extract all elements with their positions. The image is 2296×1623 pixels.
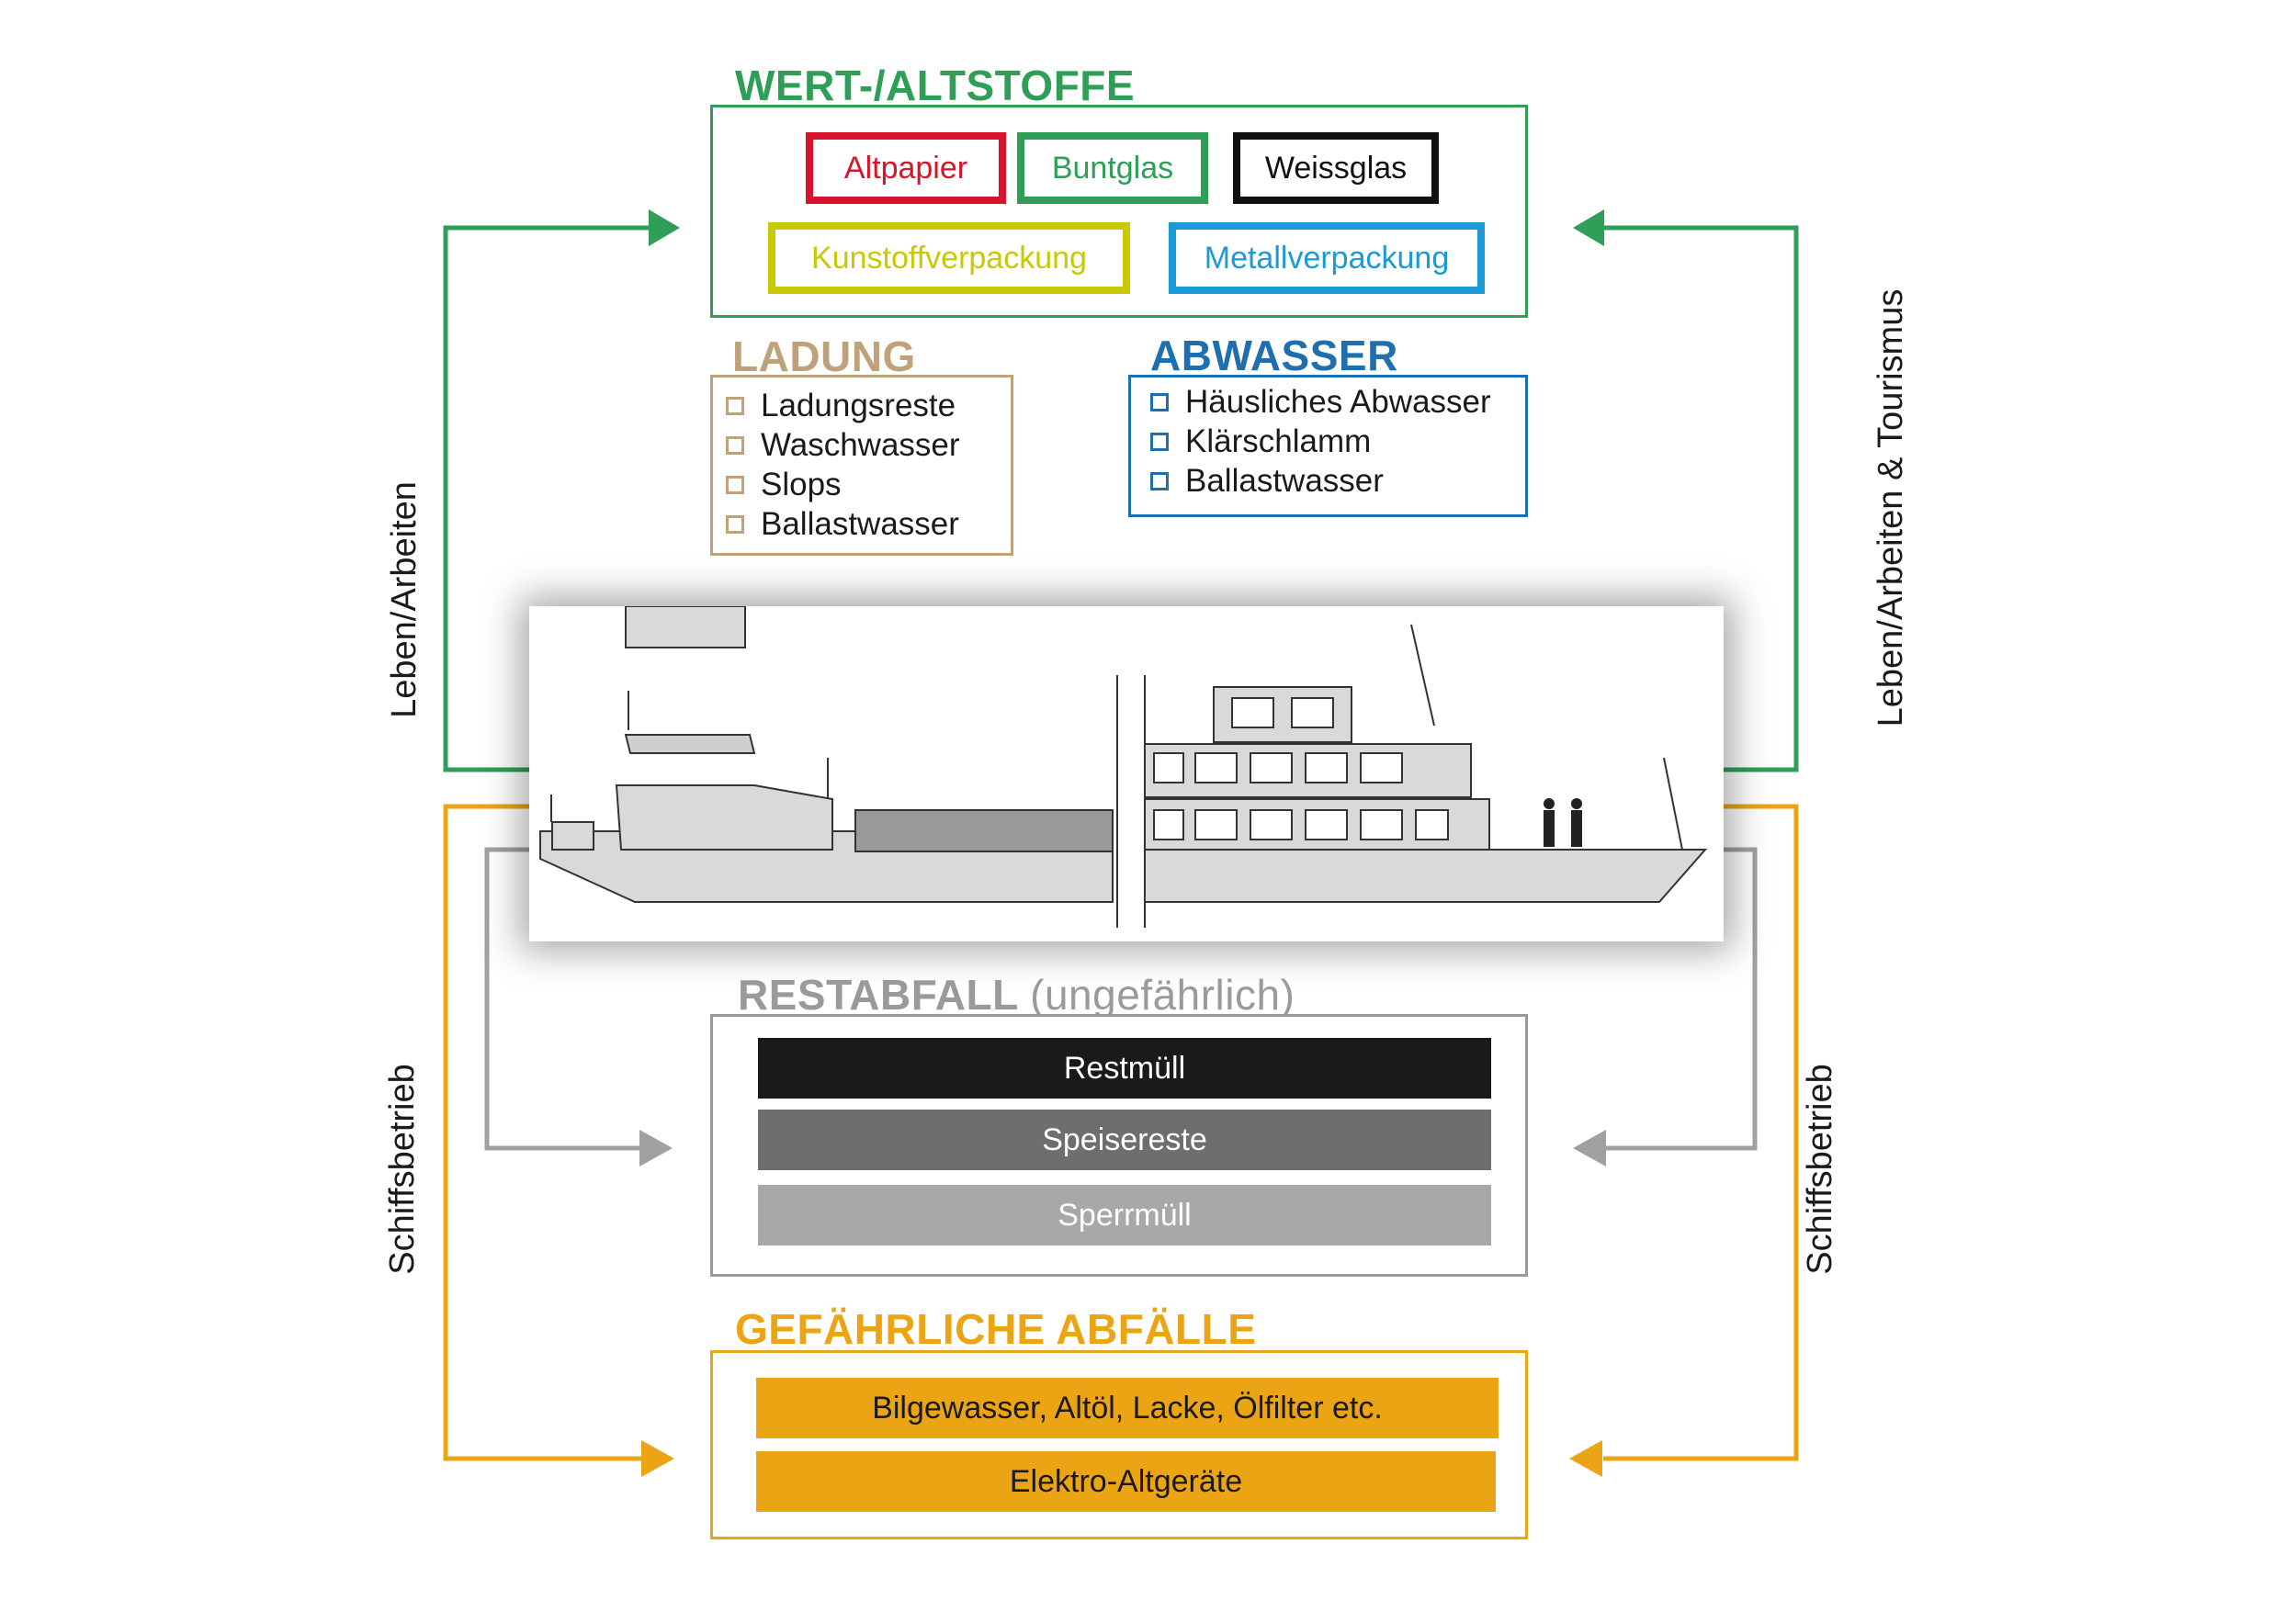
restabfall-title: RESTABFALL (ungefährlich) xyxy=(738,974,1295,1016)
window xyxy=(1415,809,1449,840)
orange-arrow-right xyxy=(1569,1440,1602,1477)
list-item: Ballastwasser xyxy=(1150,461,1491,501)
window xyxy=(1153,809,1184,840)
tag-metallverpackung: Metallverpackung xyxy=(1169,222,1485,294)
gefaehrlich-title: GEFÄHRLICHE ABFÄLLE xyxy=(735,1305,1257,1353)
list-item: Häusliches Abwasser xyxy=(1150,382,1491,422)
window xyxy=(1291,697,1334,728)
elektro-altgeraete-bar: Elektro-Altgeräte xyxy=(756,1451,1496,1512)
person-body xyxy=(1571,810,1582,847)
ship-illustration xyxy=(539,605,1708,928)
orange-connector-right xyxy=(1603,804,1799,1461)
cargo-hold xyxy=(854,809,1114,852)
checkbox-square-icon xyxy=(1150,392,1169,411)
restmuell-bar: Restmüll xyxy=(758,1038,1491,1099)
gray-connector-left xyxy=(484,847,643,1151)
checkbox-square-icon xyxy=(726,514,744,534)
list-item: Klärschlamm xyxy=(1150,422,1491,461)
window xyxy=(1305,752,1348,783)
orange-connector-left xyxy=(443,804,643,1461)
window xyxy=(1231,697,1274,728)
window xyxy=(1194,752,1238,783)
tag-altpapier: Altpapier xyxy=(806,132,1006,204)
tag-buntglas: Buntglas xyxy=(1017,132,1208,204)
person-head xyxy=(1571,798,1582,809)
person-body xyxy=(1544,810,1555,847)
gray-arrow-right xyxy=(1573,1130,1606,1167)
checkbox-square-icon xyxy=(726,396,744,415)
bow-mast xyxy=(1663,757,1683,851)
passenger-mast xyxy=(1410,624,1435,727)
side-label-left-top: Leben/Arbeiten xyxy=(385,481,424,718)
side-label-right-bottom: Schiffsbetrieb xyxy=(1801,1064,1839,1275)
green-connector-left xyxy=(443,225,652,772)
speisereste-bar: Speisereste xyxy=(758,1110,1491,1170)
bilgewasser-bar: Bilgewasser, Altöl, Lacke, Ölfilter etc. xyxy=(756,1378,1499,1438)
cargo-cabin xyxy=(615,784,833,851)
window xyxy=(1360,752,1403,783)
ladung-list: Ladungsreste Waschwasser Slops Ballastwa… xyxy=(726,386,960,544)
person-head xyxy=(1544,798,1555,809)
list-item: Ladungsreste xyxy=(726,386,960,425)
cargo-wing xyxy=(624,734,756,754)
sperrmuell-bar: Sperrmüll xyxy=(758,1185,1491,1245)
orange-arrow-left xyxy=(641,1440,674,1477)
tag-kunstoffverpackung: Kunstoffverpackung xyxy=(768,222,1130,294)
checkbox-square-icon xyxy=(726,435,744,455)
window xyxy=(1250,752,1293,783)
checkbox-square-icon xyxy=(1150,432,1169,451)
list-item: Waschwasser xyxy=(726,425,960,465)
cargo-aft-block xyxy=(551,821,594,851)
ladung-box xyxy=(710,375,1013,556)
abwasser-title: ABWASSER xyxy=(1150,332,1398,379)
window xyxy=(1250,809,1293,840)
window xyxy=(1360,809,1403,840)
restabfall-title-sub: (ungefährlich) xyxy=(1030,971,1295,1019)
restabfall-title-main: RESTABFALL xyxy=(738,971,1018,1019)
side-label-right-top: Leben/Arbeiten & Tourismus xyxy=(1872,288,1910,727)
ship-illustration-panel xyxy=(529,605,1724,941)
checkbox-square-icon xyxy=(1150,471,1169,490)
gray-arrow-left xyxy=(639,1130,673,1167)
tag-weissglas: Weissglas xyxy=(1233,132,1439,204)
abwasser-box xyxy=(1128,375,1528,517)
side-label-left-bottom: Schiffsbetrieb xyxy=(383,1064,422,1275)
window xyxy=(1153,752,1184,783)
gray-connector-right xyxy=(1603,847,1758,1151)
window xyxy=(1194,809,1238,840)
green-arrow-left xyxy=(649,209,680,246)
green-connector-right xyxy=(1603,225,1799,772)
ladung-title: LADUNG xyxy=(732,332,916,380)
checkbox-square-icon xyxy=(726,475,744,494)
window xyxy=(1305,809,1348,840)
passenger-hull xyxy=(1144,849,1708,903)
list-item: Ballastwasser xyxy=(726,504,960,544)
green-arrow-right xyxy=(1573,209,1604,246)
abwasser-list: Häusliches Abwasser Klärschlamm Ballastw… xyxy=(1150,382,1491,501)
wertstoffe-title: WERT-/ALTSTOFFE xyxy=(735,62,1136,109)
list-item: Slops xyxy=(726,465,960,504)
cargo-bridge xyxy=(625,605,746,648)
